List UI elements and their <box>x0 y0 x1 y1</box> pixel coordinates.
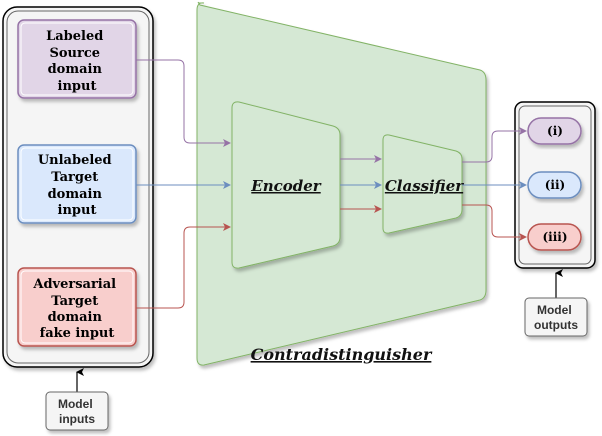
encoder-shape <box>231 101 341 269</box>
output-iii-label: (iii) <box>542 230 567 244</box>
labeled-source-input-box <box>17 19 137 99</box>
adversarial-to-encoder-arrow <box>136 223 231 309</box>
encoder-label: Encoder <box>250 177 322 195</box>
classifier-shape <box>382 134 463 234</box>
contradistinguisher-label: Contradistinguisher <box>251 345 433 364</box>
labeled-source-input-label: Labeled Source domain input <box>46 29 108 94</box>
output-i-label: (i) <box>547 124 563 138</box>
adversarial-target-input-box <box>17 267 137 347</box>
output-iii-pill <box>527 223 582 251</box>
adversarial-target-input-label: Adversarial Target domain fake input <box>32 277 120 341</box>
unlabeled-target-input-box <box>17 144 137 224</box>
model-inputs-label: Model inputs <box>58 397 96 426</box>
model-outputs-label: Model outputs <box>534 303 578 332</box>
contradistinguisher-shape <box>196 1 487 366</box>
output-ii-label: (ii) <box>545 178 565 192</box>
classifier-to-output-iii-arrow <box>462 204 527 241</box>
output-ii-pill <box>527 171 582 199</box>
output-i-pill <box>527 117 582 145</box>
labeled-to-encoder-arrow <box>136 59 231 147</box>
model-inputs-box <box>45 391 109 431</box>
model-outputs-box <box>524 297 588 337</box>
classifier-to-output-i-arrow <box>462 127 527 163</box>
classifier-label: Classifier <box>385 177 464 195</box>
unlabeled-target-input-label: Unlabeled Target domain input <box>38 153 116 218</box>
